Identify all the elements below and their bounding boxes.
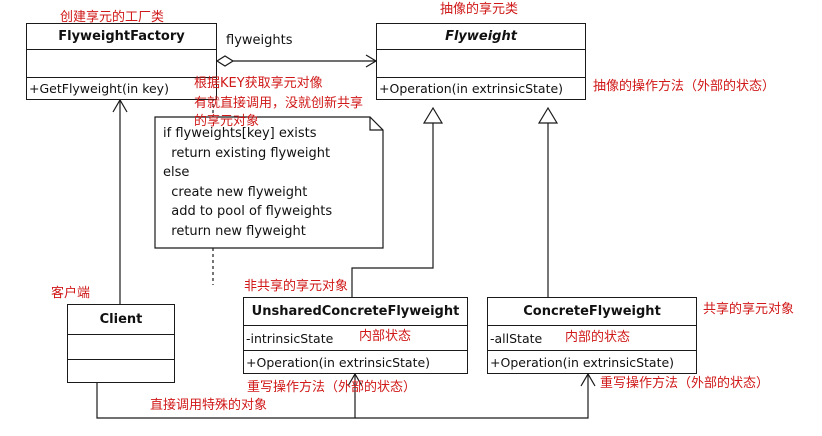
client-unshared-arrowhead	[347, 372, 363, 387]
unshared-op-annotation: 重写操作方法（外部的状态）	[247, 380, 417, 395]
flyweight-title-annotation: 抽像的享元类	[440, 2, 519, 17]
client-concrete-arrowhead	[580, 372, 596, 387]
client-name: Client	[99, 312, 143, 327]
flyweight-attributes	[377, 49, 585, 77]
concrete-operation: +Operation(in extrinsicState)	[488, 350, 696, 373]
association-label: flyweights	[226, 33, 293, 48]
unshared-field: -intrinsicState	[244, 325, 467, 350]
concrete-op-annotation: 重写操作方法（外部的状态）	[600, 376, 770, 391]
note-text: if flyweights[key] exists return existin…	[163, 126, 333, 239]
unshared-name: UnsharedConcreteFlyweight	[251, 304, 460, 319]
get-flyweight-method: +GetFlyweight(in key)	[27, 77, 216, 99]
note-fold	[369, 117, 383, 131]
unshared-generalization-line	[351, 123, 434, 297]
unshared-title-annotation: 非共享的享元对象	[244, 279, 349, 294]
aggregation-diamond	[215, 55, 235, 67]
getflyweight-desc-2: 有就直接调用，没就创新共享	[194, 96, 364, 111]
flyweight-operation: +Operation(in extrinsicState)	[377, 77, 585, 99]
note-box	[154, 116, 384, 249]
unshared-generalization-triangle	[422, 106, 444, 124]
client-unshared-line	[96, 374, 356, 419]
flyweight-class[interactable]: Flyweight +Operation(in extrinsicState)	[376, 23, 586, 100]
getflyweight-desc-3: 的享元对象	[194, 114, 260, 129]
client-concrete-line	[355, 374, 589, 419]
concrete-name: ConcreteFlyweight	[523, 304, 661, 319]
concrete-title-annotation: 共享的享元对象	[703, 302, 795, 317]
concrete-field: -allState	[488, 325, 696, 350]
getflyweight-desc-1: 根据KEY获取享元对像	[194, 76, 323, 91]
client-methods	[68, 359, 174, 382]
unshared-state-annotation: 内部状态	[359, 329, 412, 344]
unshared-operation: +Operation(in extrinsicState)	[244, 350, 467, 373]
flyweight-name: Flyweight	[445, 29, 517, 44]
flyweight-op-annotation: 抽像的操作方法（外部的状态）	[593, 79, 776, 94]
client-attributes	[68, 334, 174, 359]
factory-title-annotation: 创建享元的工厂类	[60, 10, 165, 25]
unshared-concrete-flyweight-class[interactable]: UnsharedConcreteFlyweight -intrinsicStat…	[243, 297, 468, 374]
concrete-state-annotation: 内部的状态	[565, 330, 631, 345]
client-title-annotation: 客户端	[51, 286, 91, 301]
client-class[interactable]: Client	[67, 304, 175, 383]
flyweight-factory-attributes	[27, 49, 216, 77]
client-call-annotation: 直接调用特殊的对象	[150, 398, 268, 413]
client-factory-arrowhead	[112, 98, 128, 113]
concrete-flyweight-class[interactable]: ConcreteFlyweight -allState +Operation(i…	[487, 297, 697, 374]
flyweight-factory-class[interactable]: FlyweightFactory +GetFlyweight(in key)	[26, 23, 217, 100]
flyweight-factory-name: FlyweightFactory	[58, 29, 185, 44]
concrete-generalization-triangle	[537, 106, 559, 124]
